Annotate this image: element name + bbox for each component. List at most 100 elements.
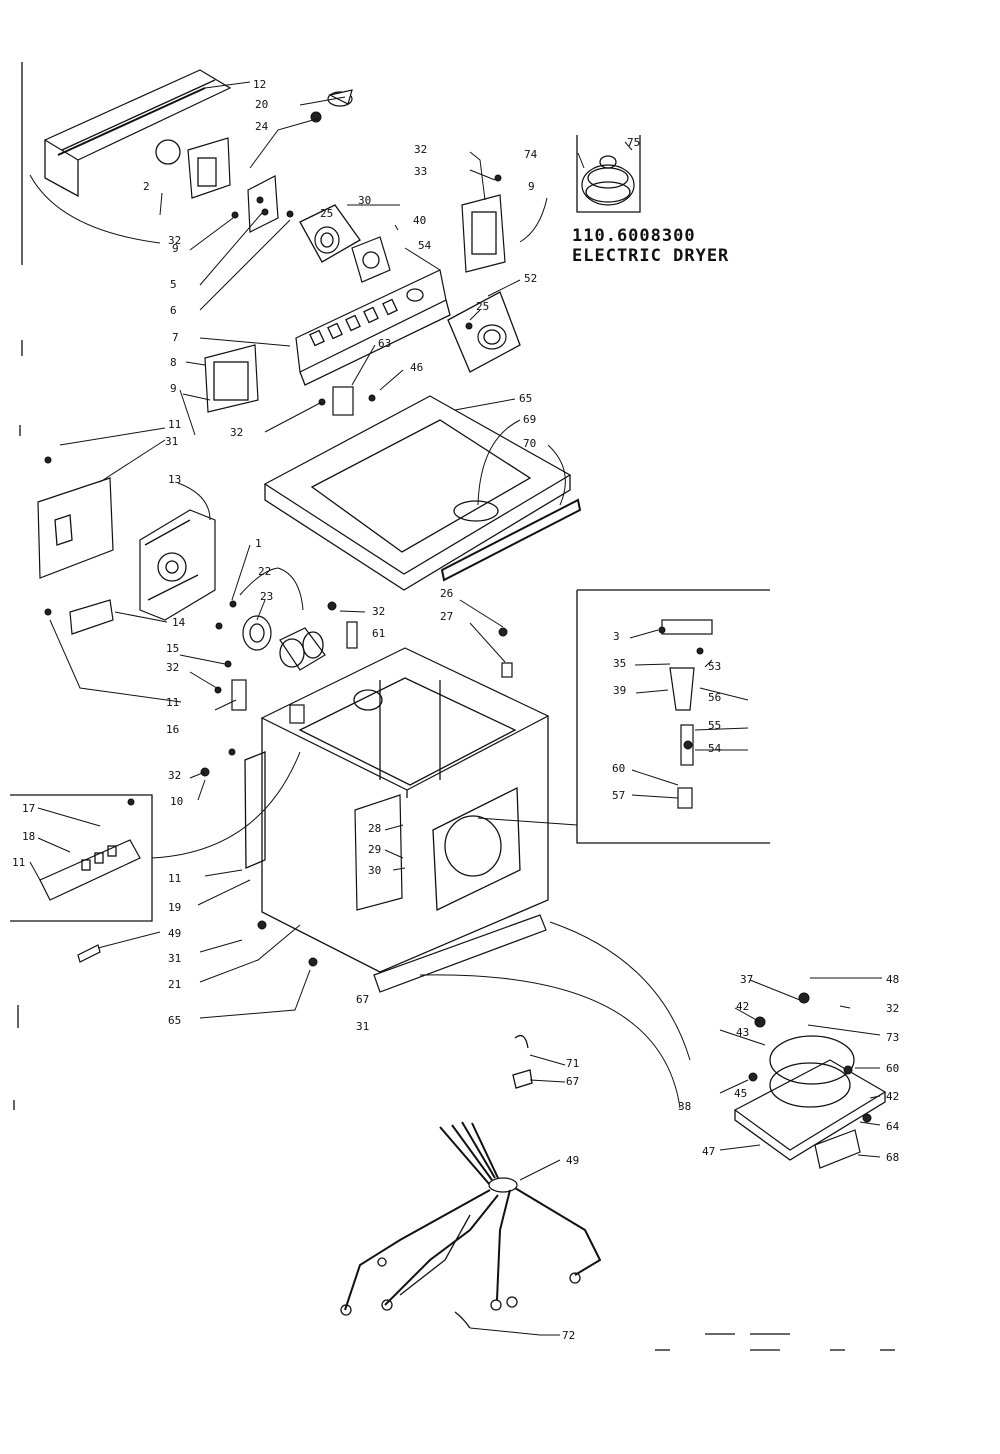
part-number-label: 33	[414, 165, 427, 178]
part-number-label: 68	[886, 1151, 899, 1164]
clip-parts	[512, 1034, 533, 1089]
part-number-label: 71	[566, 1057, 579, 1070]
part-number-label: 32	[372, 605, 385, 618]
part-number-label: 31	[165, 435, 178, 448]
part-number-label: 9	[170, 382, 177, 395]
product-name: ELECTRIC DRYER	[572, 246, 729, 266]
door-switch-inset	[477, 589, 770, 844]
part-number-label: 11	[166, 696, 179, 709]
part-number-label: 67	[356, 993, 369, 1006]
part-number-label: 30	[358, 194, 371, 207]
part-number-label: 11	[12, 856, 25, 869]
part-number-label: 75	[627, 136, 640, 149]
part-number-label: 65	[168, 1014, 181, 1027]
part-number-label: 72	[562, 1329, 575, 1342]
part-number-label: 54	[418, 239, 432, 252]
control-panel-part	[295, 269, 451, 386]
part-number-label: 2	[143, 180, 150, 193]
base-assembly-part	[733, 992, 887, 1169]
part-number-label: 1	[255, 537, 262, 550]
bracket-33-part	[461, 174, 506, 273]
part-number-label: 21	[168, 978, 181, 991]
timer-part	[299, 204, 391, 283]
part-number-label: 52	[524, 272, 537, 285]
part-number-label: 65	[519, 392, 532, 405]
part-number-label: 49	[168, 927, 181, 940]
part-number-label: 11	[168, 872, 181, 885]
cabinet-part	[244, 647, 550, 993]
part-number-label: 29	[368, 843, 381, 856]
title-block: 110.6008300 ELECTRIC DRYER	[572, 226, 729, 266]
part-number-label: 14	[172, 616, 186, 629]
rail-part	[44, 599, 114, 635]
part-number-label: 19	[168, 901, 181, 914]
part-number-label: 26	[440, 587, 453, 600]
part-number-label: 9	[528, 180, 535, 193]
part-number-label: 56	[708, 691, 721, 704]
part-number-label: 7	[172, 331, 179, 344]
part-number-label: 28	[368, 822, 381, 835]
console-top-part	[43, 69, 232, 199]
part-number-label: 61	[372, 627, 385, 640]
part-number-label: 13	[168, 473, 181, 486]
part-number-label: 31	[168, 952, 181, 965]
part-number-label: 6	[170, 304, 177, 317]
part-number-label: 55	[708, 719, 721, 732]
part-number-label: 18	[22, 830, 35, 843]
part-number-label: 3	[613, 630, 620, 643]
part-number-label: 64	[886, 1120, 900, 1133]
part-number-label: 32	[166, 661, 179, 674]
latch-part	[318, 386, 376, 416]
motor-inset	[576, 135, 641, 213]
part-number-label: 17	[22, 802, 35, 815]
part-number-label: 47	[702, 1145, 715, 1158]
part-number-label: 11	[168, 418, 181, 431]
part-number-label: 12	[253, 78, 266, 91]
part-number-label: 38	[678, 1100, 691, 1113]
part-number-label: 42	[736, 1000, 749, 1013]
top-lid-part	[263, 395, 582, 591]
part-number-label: 32	[230, 426, 243, 439]
part-number-label: 5	[170, 278, 177, 291]
part-number-label: 53	[708, 660, 721, 673]
part-61	[327, 601, 358, 649]
terminal-block-inset	[10, 751, 301, 922]
part-number-label: 22	[258, 565, 271, 578]
part-number-label: 31	[356, 1020, 369, 1033]
part-number-label: 69	[523, 413, 536, 426]
part-number-label: 8	[170, 356, 177, 369]
part-number-label: 27	[440, 610, 453, 623]
part-number-label: 20	[255, 98, 268, 111]
blower-housing-part	[139, 509, 216, 621]
part-number-label: 10	[170, 795, 183, 808]
part-number-label: 48	[886, 973, 899, 986]
bracket-part	[231, 175, 294, 233]
bracket-16-part	[214, 600, 247, 711]
margin-marks	[13, 62, 23, 1110]
part-number-label: 45	[734, 1087, 747, 1100]
part-number-label: 63	[378, 337, 391, 350]
switch-part	[447, 291, 521, 373]
part-number-label: 70	[523, 437, 536, 450]
part-number-label: 16	[166, 723, 179, 736]
part-26-27	[498, 627, 513, 678]
knob-part	[310, 89, 353, 123]
part-number-label: 60	[886, 1062, 899, 1075]
part-number-label: 25	[476, 300, 489, 313]
part-number-label: 9	[172, 242, 179, 255]
part-number-label: 74	[524, 148, 538, 161]
part-number-label: 30	[368, 864, 381, 877]
part-number-label: 54	[708, 742, 722, 755]
part-number-label: 32	[168, 234, 181, 247]
part-number-label: 49	[566, 1154, 579, 1167]
part-number-label: 43	[736, 1026, 749, 1039]
part-number-label: 23	[260, 590, 273, 603]
frame-8-part	[204, 344, 259, 413]
part-number-label: 15	[166, 642, 179, 655]
part-number-label: 67	[566, 1075, 579, 1088]
back-panel-part	[37, 456, 114, 579]
part-number-label: 73	[886, 1031, 899, 1044]
part-number-labels: 1220242329562530405432339747552257891163…	[12, 78, 900, 1342]
part-number-label: 46	[410, 361, 423, 374]
part-number-label: 40	[413, 214, 426, 227]
